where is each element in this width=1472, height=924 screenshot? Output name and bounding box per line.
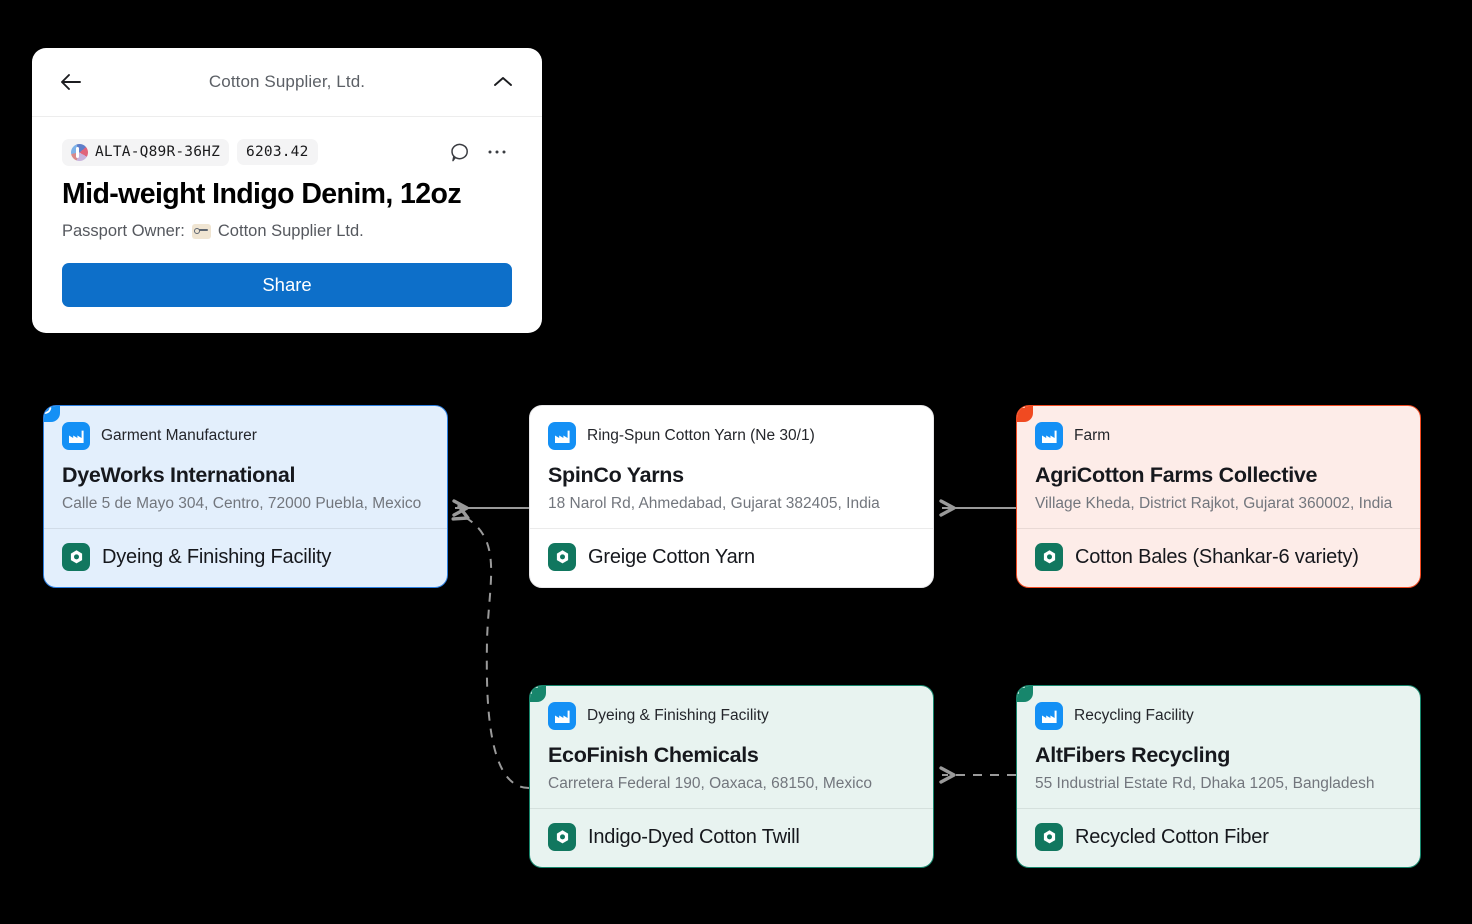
sync-badge-icon[interactable]	[44, 406, 60, 422]
node-product-row: Indigo-Dyed Cotton Twill	[530, 809, 933, 867]
node-product-row: Dyeing & Finishing Facility	[44, 529, 447, 587]
node-address: 55 Industrial Estate Rd, Dhaka 1205, Ban…	[1035, 775, 1375, 792]
factory-icon	[62, 422, 90, 450]
factory-icon	[548, 702, 576, 730]
node-company-name: SpinCo Yarns	[548, 463, 684, 487]
edge-ecofinish-to-dyeworks	[451, 504, 530, 789]
node-type-label: Recycling Facility	[1074, 707, 1194, 724]
plus-badge-icon[interactable]	[1017, 686, 1033, 702]
arrow-left-icon[interactable]	[56, 67, 86, 97]
plus-glyph-v	[1017, 686, 1019, 694]
node-product-label: Indigo-Dyed Cotton Twill	[588, 825, 800, 848]
node-type-label: Dyeing & Finishing Facility	[587, 707, 769, 724]
node-spinco[interactable]: Ring-Spun Cotton Yarn (Ne 30/1) SpinCo Y…	[529, 405, 934, 588]
node-company-name: AltFibers Recycling	[1035, 743, 1231, 767]
plus-glyph-v	[530, 686, 532, 694]
identifier-row: ALTA-Q89R-36HZ 6203.42	[62, 137, 512, 167]
minus-badge-icon[interactable]	[1017, 406, 1033, 422]
node-ecofinish[interactable]: Dyeing & Finishing Facility EcoFinish Ch…	[529, 685, 934, 868]
node-product-label: Cotton Bales (Shankar-6 variety)	[1075, 545, 1359, 568]
node-address: Carretera Federal 190, Oaxaca, 68150, Me…	[548, 775, 872, 792]
divider	[1017, 808, 1420, 809]
plus-glyph-h	[530, 686, 538, 688]
passport-owner-row: Passport Owner: Cotton Supplier Ltd.	[62, 222, 512, 241]
node-type-label: Farm	[1074, 427, 1111, 444]
divider	[44, 528, 447, 529]
divider	[530, 528, 933, 529]
factory-icon	[548, 422, 576, 450]
node-dyeworks[interactable]: Garment Manufacturer DyeWorks Internatio…	[43, 405, 448, 588]
node-address: Calle 5 de Mayo 304, Centro, 72000 Puebl…	[62, 495, 422, 512]
node-company-name: AgriCotton Farms Collective	[1035, 463, 1318, 487]
ellipsis-icon[interactable]	[482, 137, 512, 167]
node-header: Dyeing & Finishing Facility EcoFinish Ch…	[530, 686, 933, 808]
node-product-row: Greige Cotton Yarn	[530, 529, 933, 587]
share-button[interactable]: Share	[62, 262, 512, 307]
node-header: Farm AgriCotton Farms Collective Village…	[1017, 406, 1420, 528]
node-header: Recycling Facility AltFibers Recycling 5…	[1017, 686, 1420, 808]
gid-chip[interactable]: ALTA-Q89R-36HZ	[62, 138, 230, 166]
node-type-row: Dyeing & Finishing Facility	[548, 702, 915, 730]
node-type-row: Farm	[1035, 422, 1402, 450]
node-product-row: Cotton Bales (Shankar-6 variety)	[1017, 529, 1420, 587]
gid-value: ALTA-Q89R-36HZ	[95, 144, 221, 160]
node-header: Garment Manufacturer DyeWorks Internatio…	[44, 406, 447, 528]
comment-bubble-icon[interactable]	[444, 137, 474, 167]
node-type-row: Ring-Spun Cotton Yarn (Ne 30/1)	[548, 422, 915, 450]
divider	[1017, 528, 1420, 529]
node-agricotton[interactable]: Farm AgriCotton Farms Collective Village…	[1016, 405, 1421, 588]
node-type-row: Garment Manufacturer	[62, 422, 429, 450]
passport-detail-card: Cotton Supplier, Ltd. ALTA-Q89R-36HZ 620…	[32, 48, 542, 333]
passport-owner-name: Cotton Supplier Ltd.	[217, 221, 364, 240]
page-title: Cotton Supplier, Ltd.	[208, 72, 366, 91]
node-company-name: EcoFinish Chemicals	[548, 743, 759, 767]
minus-glyph	[1017, 406, 1025, 408]
factory-icon	[1035, 422, 1063, 450]
node-address: 18 Narol Rd, Ahmedabad, Gujarat 382405, …	[548, 495, 880, 512]
node-product-label: Recycled Cotton Fiber	[1075, 825, 1269, 848]
passport-owner-label: Passport Owner:	[62, 221, 185, 240]
divider	[530, 808, 933, 809]
node-product-label: Greige Cotton Yarn	[588, 545, 755, 568]
passport-card-header: Cotton Supplier, Ltd.	[32, 48, 542, 117]
factory-icon	[1035, 702, 1063, 730]
product-nut-icon	[548, 543, 576, 571]
product-nut-icon	[62, 543, 90, 571]
plus-glyph-h	[1017, 686, 1025, 688]
node-altfibers[interactable]: Recycling Facility AltFibers Recycling 5…	[1016, 685, 1421, 868]
node-type-label: Ring-Spun Cotton Yarn (Ne 30/1)	[587, 427, 815, 444]
product-nut-icon	[1035, 823, 1063, 851]
node-company-name: DyeWorks International	[62, 463, 296, 487]
passport-card-body: ALTA-Q89R-36HZ 6203.42	[32, 117, 542, 333]
plus-badge-icon[interactable]	[530, 686, 546, 702]
hs-code-chip[interactable]: 6203.42	[237, 139, 318, 165]
chevron-up-icon[interactable]	[488, 67, 518, 97]
product-nut-icon	[1035, 543, 1063, 571]
gid-logo-icon	[71, 143, 88, 161]
node-product-label: Dyeing & Finishing Facility	[102, 545, 332, 568]
hs-code-value: 6203.42	[246, 144, 309, 160]
node-product-row: Recycled Cotton Fiber	[1017, 809, 1420, 867]
node-header: Ring-Spun Cotton Yarn (Ne 30/1) SpinCo Y…	[530, 406, 933, 528]
node-type-label: Garment Manufacturer	[101, 427, 257, 444]
product-name: Mid-weight Indigo Denim, 12oz	[62, 178, 462, 210]
product-nut-icon	[548, 823, 576, 851]
node-type-row: Recycling Facility	[1035, 702, 1402, 730]
owner-badge-icon	[191, 223, 211, 239]
node-address: Village Kheda, District Rajkot, Gujarat …	[1035, 495, 1393, 512]
